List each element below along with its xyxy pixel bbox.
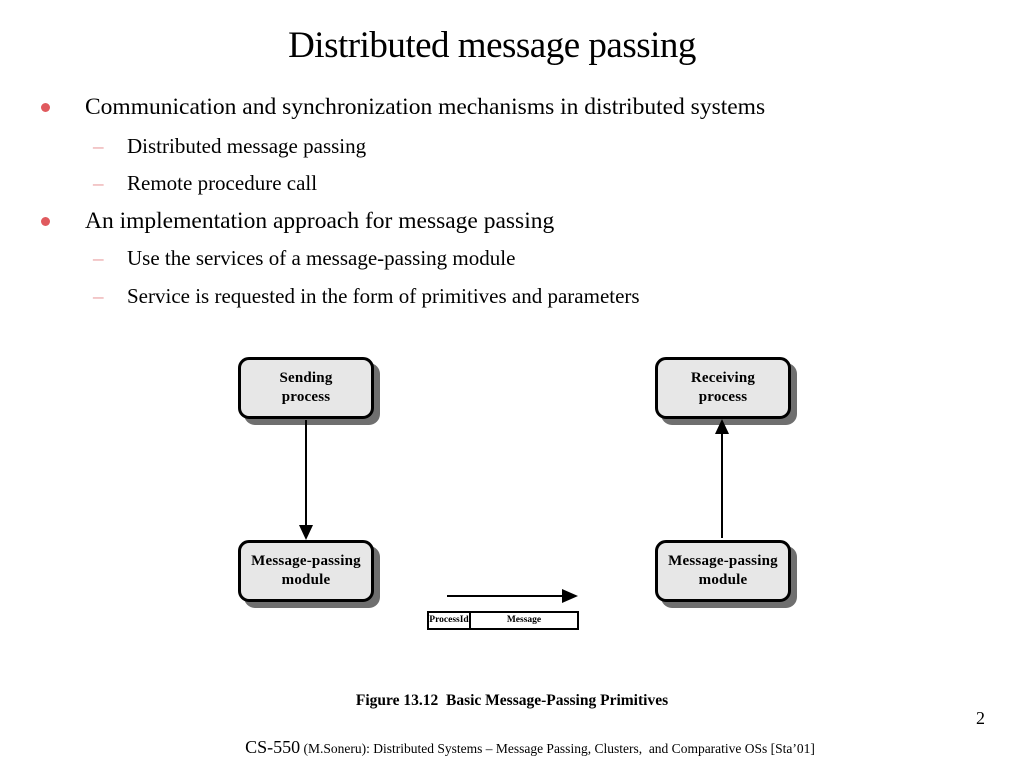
- message-packet-table: ProcessId Message: [427, 611, 579, 630]
- footer: CS-550 (M.Soneru): Distributed Systems –…: [0, 719, 1024, 768]
- arrow-up-receive-icon: [715, 419, 729, 538]
- sub-bullet-label: Service is requested in the form of prim…: [127, 284, 640, 308]
- diagram-box-sending-process: Sending process: [238, 357, 374, 419]
- bullet-label: Communication and synchronization mechan…: [85, 94, 766, 120]
- box-label-line: Receiving: [690, 370, 756, 386]
- dash-icon: –: [93, 134, 104, 158]
- diagram-box-receiving-process: Receiving process: [655, 357, 791, 419]
- dash-icon: –: [93, 171, 104, 195]
- bullet-dot-icon: [41, 217, 50, 226]
- message-cell: Message: [506, 615, 542, 625]
- bullet-label: An implementation approach for message p…: [85, 208, 555, 234]
- box-label-line: module: [281, 572, 331, 588]
- box-label-line: Sending: [279, 370, 333, 386]
- processid-cell: ProcessId: [429, 613, 471, 628]
- arrow-down-send-icon: [299, 420, 313, 540]
- bullet-dot-icon: [41, 103, 50, 112]
- box-label-line: process: [698, 389, 748, 405]
- box-label-line: module: [698, 572, 748, 588]
- slide-title: Distributed message passing: [288, 25, 696, 66]
- page-number: 2: [976, 708, 985, 728]
- sub-bullet-label: Distributed message passing: [127, 134, 367, 158]
- diagram-box-message-passing-module-left: Message-passing module: [238, 540, 374, 602]
- box-label-line: Message-passing: [251, 553, 361, 569]
- dash-icon: –: [93, 246, 104, 270]
- sub-bullet-label: Remote procedure call: [127, 171, 318, 195]
- arrow-right-message-icon: [447, 589, 578, 603]
- sub-bullet-label: Use the services of a message-passing mo…: [127, 246, 516, 270]
- diagram-box-message-passing-module-right: Message-passing module: [655, 540, 791, 602]
- footer-course-code: CS-550: [245, 737, 301, 757]
- dash-icon: –: [93, 284, 104, 308]
- figure-caption: Figure 13.12 Basic Message-Passing Primi…: [355, 692, 669, 709]
- footer-text: (M.Soneru): Distributed Systems – Messag…: [300, 741, 815, 756]
- box-label-line: Message-passing: [668, 553, 778, 569]
- box-label-line: process: [281, 389, 331, 405]
